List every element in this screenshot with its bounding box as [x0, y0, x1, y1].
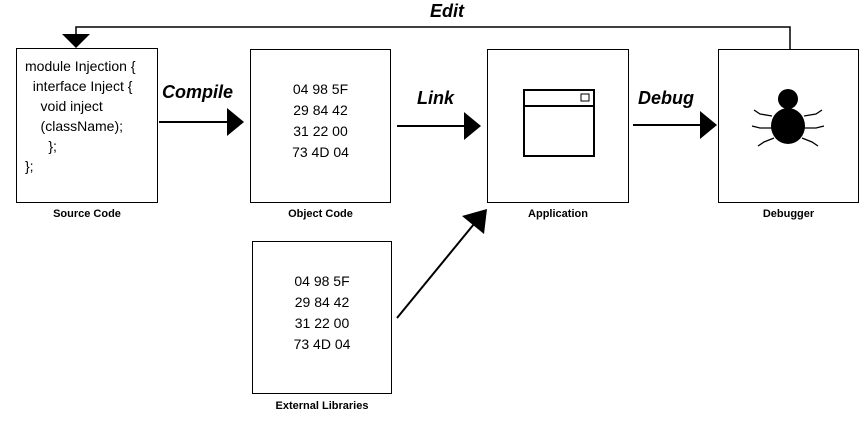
link-arrow: [397, 112, 481, 140]
source-code-caption: Source Code: [53, 208, 121, 220]
library-link-arrow: [396, 209, 487, 319]
code-line: (className);: [25, 118, 124, 134]
link-label: Link: [417, 88, 455, 108]
hex-line: 31 22 00: [293, 123, 348, 139]
application-caption: Application: [528, 208, 588, 220]
code-line: void inject: [25, 98, 103, 114]
compile-label: Compile: [162, 82, 234, 102]
hex-line: 29 84 42: [294, 294, 350, 310]
source-code-box: [16, 48, 158, 203]
compile-arrow: [159, 108, 244, 136]
code-line: module Injection {: [25, 58, 136, 74]
object-code-box: [250, 49, 391, 203]
hex-line: 29 84 42: [293, 102, 348, 118]
debug-label: Debug: [638, 88, 694, 108]
external-libraries-box: [252, 241, 392, 394]
hex-line: 73 4D 04: [293, 336, 351, 352]
bug-icon: [751, 89, 825, 147]
object-code-hex: 04 98 5F 29 84 42 31 22 00 73 4D 04: [250, 79, 391, 163]
code-line: };: [25, 158, 34, 174]
external-libraries-hex: 04 98 5F 29 84 42 31 22 00 73 4D 04: [252, 271, 392, 355]
object-code-caption: Object Code: [288, 208, 353, 220]
hex-line: 73 4D 04: [292, 144, 349, 160]
source-code-text: module Injection { interface Inject { vo…: [25, 56, 136, 176]
hex-line: 31 22 00: [294, 315, 350, 331]
edit-label: Edit: [430, 1, 464, 21]
hex-line: 04 98 5F: [292, 81, 349, 97]
edit-arrow: [62, 26, 791, 49]
window-icon: [523, 89, 595, 157]
hex-line: 04 98 5F: [294, 273, 350, 289]
debug-arrow: [633, 111, 717, 139]
code-line: };: [25, 138, 57, 154]
debugger-caption: Debugger: [762, 208, 815, 220]
code-line: interface Inject {: [25, 78, 133, 94]
external-libraries-caption: External Libraries: [275, 400, 369, 412]
